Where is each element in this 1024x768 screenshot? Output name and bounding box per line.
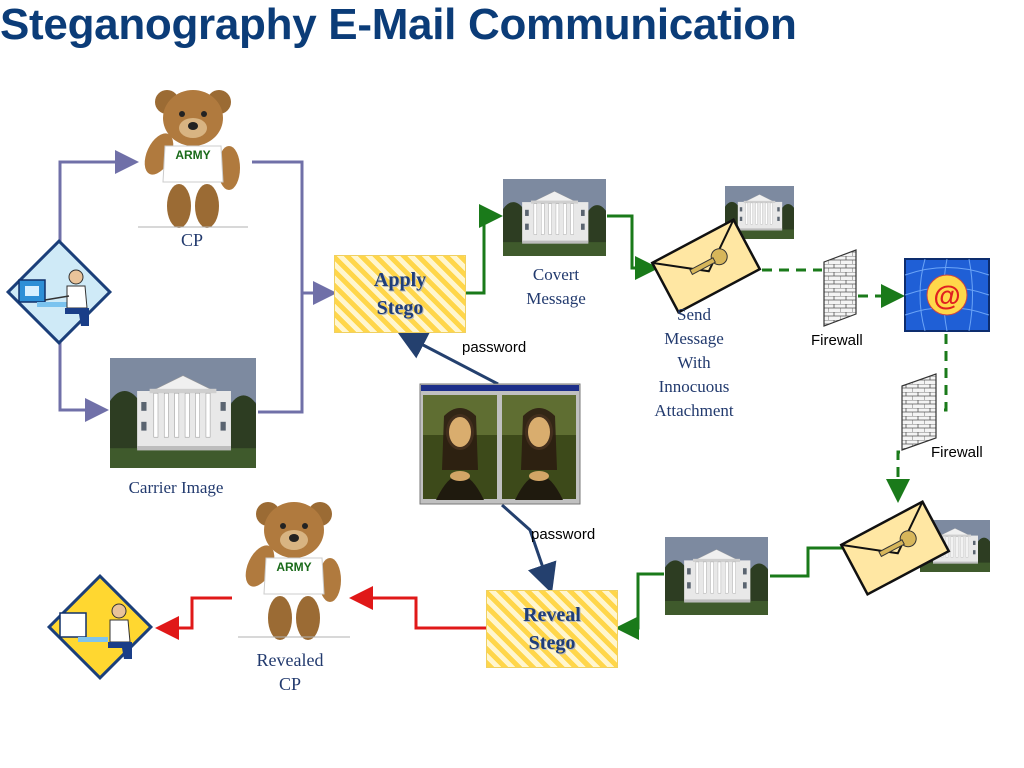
red-flow — [155, 586, 486, 640]
envelope-send-icon — [650, 217, 762, 315]
envelope-receive-icon — [839, 499, 951, 597]
green-flow — [466, 204, 848, 640]
apply-stego-label: Apply Stego — [373, 269, 427, 319]
firewall-1-icon — [823, 249, 857, 327]
firewall-1-label: Firewall — [811, 332, 863, 349]
revealed-cp-label: Revealed CP — [256, 650, 324, 694]
cp-label: CP — [180, 230, 204, 250]
password-label-top: password — [462, 339, 527, 356]
reveal-stego-label: Reveal Stego — [523, 604, 581, 654]
slide-title: Steganography E-Mail Communication — [0, 0, 797, 49]
password-label-bottom: password — [531, 526, 596, 543]
reveal-stego-box: Reveal Stego — [486, 590, 618, 668]
email-at-symbol: @ — [933, 280, 960, 311]
carrier-image-label: Carrier Image — [128, 478, 224, 497]
firewall-2-label: Firewall — [931, 444, 983, 461]
password-flow — [396, 331, 557, 594]
svg-text:ARMY: ARMY — [175, 148, 210, 162]
covert-message-label: Covert Message — [526, 265, 586, 308]
dashed-flow — [762, 268, 948, 503]
svg-text:ARMY: ARMY — [276, 560, 311, 574]
firewall-2-icon — [901, 373, 937, 451]
send-message-label: Send Message With Innocuous Attachment — [654, 305, 734, 420]
apply-stego-box: Apply Stego — [334, 255, 466, 333]
purple-flow — [58, 150, 337, 422]
